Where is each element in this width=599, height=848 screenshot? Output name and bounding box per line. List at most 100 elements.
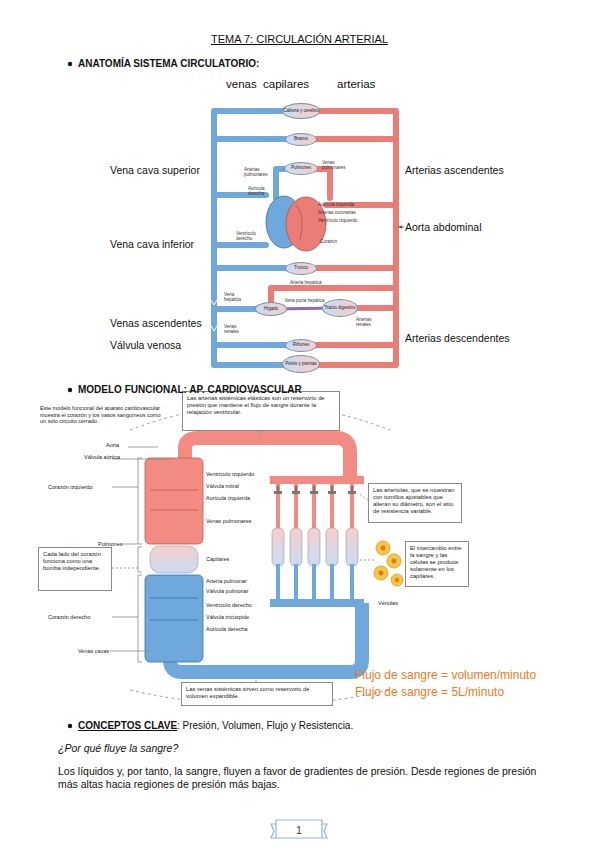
illustration-shape	[260, 431, 261, 438]
illustration-shape	[272, 528, 358, 566]
node-text: Hígado	[264, 307, 279, 312]
illustration-shape	[128, 447, 158, 448]
brackets	[110, 405, 390, 705]
illustration-shape	[145, 575, 203, 662]
text-label: Corazón izquierdo	[48, 484, 93, 491]
text-label: Ventrículo derecho	[206, 602, 252, 609]
illustration-shape	[290, 528, 302, 566]
callout-box: El intercambio entre la sangre y las cél…	[405, 541, 469, 587]
illustration-shape	[320, 111, 396, 365]
illustration-shape	[110, 651, 150, 652]
illustration-shape	[138, 547, 142, 572]
text-label: Venas renales	[224, 325, 244, 334]
text-label: Capilares	[206, 556, 229, 563]
illustration-shape	[276, 564, 280, 603]
text-label: Flujo de sangre = 5L/minuto	[355, 685, 504, 699]
bullets	[68, 62, 72, 728]
text-label: Válvula aórtica	[84, 454, 120, 461]
node-text: Tracto digestivo	[324, 306, 356, 311]
illustration-shape	[379, 571, 384, 576]
illustration-shape	[112, 459, 170, 460]
text-label: : Presión, Volumen, Flujo y Resistencia.	[177, 720, 353, 732]
cardiovascular-model	[110, 405, 403, 705]
illustration-shape	[138, 458, 142, 544]
node-text: Las arteriolas, que se muestran con torn…	[373, 487, 457, 515]
text-label: ¿Por qué fluye la sangre?	[58, 742, 178, 755]
callout-box: Cada lado del corazón funciona como una …	[38, 547, 112, 591]
text-label: Válvula pulmonar	[206, 588, 249, 595]
illustration-shape	[317, 265, 396, 271]
illustration-shape	[330, 564, 334, 603]
illustration-shape	[376, 541, 390, 555]
illustration-shape	[68, 388, 72, 392]
text-label: Ventrículo izquierdo	[206, 471, 254, 478]
text-label: ANATOMÍA SISTEMA CIRCULATORIO:	[78, 58, 259, 70]
illustration-shape	[331, 486, 333, 494]
page-number-banner: 1	[270, 818, 328, 842]
illustration-shape	[350, 564, 354, 603]
text-label: Este modelo funcional del aparato cardio…	[40, 405, 168, 425]
text-label: MODELO FUNCIONAL: AP. CARDIOVASCULAR	[78, 384, 302, 396]
illustration-shape	[360, 560, 374, 561]
node-text: Riñones	[293, 343, 310, 348]
illustration-shape	[68, 724, 72, 728]
illustration-shape	[112, 487, 138, 488]
illustration-shape	[381, 546, 386, 551]
illustration-shape	[122, 544, 138, 545]
illustration-shape	[214, 136, 285, 142]
node-text: Tronco	[294, 266, 308, 271]
illustration-shape	[278, 564, 352, 603]
text-label: CONCEPTOS CLAVE	[78, 720, 177, 732]
illustration-shape	[294, 564, 298, 603]
text-label: Venas ascendentes	[110, 317, 202, 330]
capillary-bed: Hígado	[255, 302, 287, 316]
text-label: Venas pulmonares	[322, 161, 346, 170]
arteries	[271, 111, 396, 365]
text-label: Flujo de sangre = volumen/minuto	[355, 668, 536, 682]
illustration-shape	[294, 480, 298, 530]
arteriole-screws	[274, 486, 356, 494]
text-label: Vena cava superior	[110, 164, 200, 177]
illustration-shape	[185, 438, 350, 478]
illustration-shape	[379, 546, 400, 583]
illustration-shape	[138, 575, 142, 662]
illustration-shape	[395, 578, 399, 582]
illustration-shape	[392, 559, 397, 564]
text-label: venas	[226, 78, 257, 92]
illustration-shape	[387, 554, 401, 568]
illustration-shape	[358, 493, 368, 500]
illustration-shape	[317, 136, 396, 142]
text-label: Vena hepática	[224, 293, 244, 302]
node-text: Pulmones	[291, 166, 311, 171]
capillary-bed: Tracto digestivo	[322, 299, 358, 317]
illustration-shape	[145, 458, 203, 544]
text-label: Vénulas	[378, 600, 398, 607]
illustration-shape	[214, 265, 285, 271]
capillary-bed: Riñones	[285, 339, 317, 352]
illustration-shape	[308, 528, 320, 566]
illustration-shape	[399, 227, 404, 228]
illustration-shape	[211, 300, 217, 305]
text-label: Aurícula derecha	[206, 626, 248, 633]
text-label: Válvula mitral	[206, 483, 239, 490]
text-label: Vena cava inferior	[110, 238, 194, 251]
text-label: Corazón derecho	[48, 614, 90, 621]
illustration-shape	[276, 169, 284, 198]
illustration-shape	[330, 480, 334, 530]
text-label: Venas pulmonares	[206, 518, 252, 525]
text-label: Ventrículo derecho	[236, 232, 260, 241]
node-text: Pelvis y piernas	[285, 362, 317, 367]
text-label: Arteria pulmonar	[206, 578, 247, 585]
text-label: Aorta abdominal	[405, 221, 481, 234]
callout-box: Las arteriolas, que se muestran con torn…	[368, 483, 462, 523]
text-label: Aorta	[106, 442, 119, 449]
text-label: Corazón	[320, 240, 337, 245]
text-label: Arterias ascendentes	[405, 164, 504, 177]
illustration-shape	[346, 528, 358, 566]
node-text: Cada lado del corazón funciona como una …	[43, 551, 107, 572]
capillary-bed: Pelvis y piernas	[282, 355, 320, 373]
node-text: Las arterias sistémicas elásticas son un…	[187, 395, 335, 416]
illustration-shape	[214, 242, 266, 248]
callout-box: Las venas sistémicas sirven como reservo…	[181, 682, 333, 706]
